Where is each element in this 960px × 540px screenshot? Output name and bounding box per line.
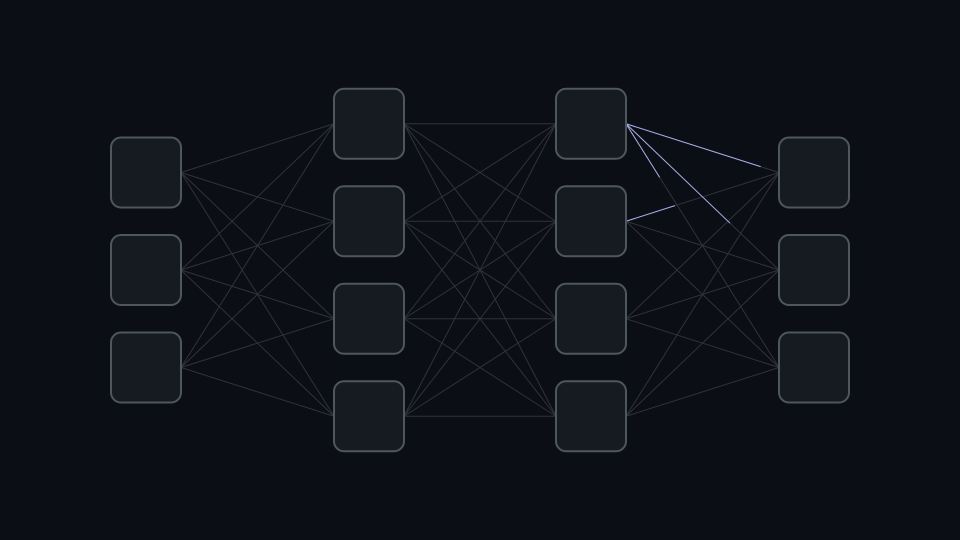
edge-hidden-2-2-to-output-0 xyxy=(625,172,780,320)
node-hidden-2-3 xyxy=(555,380,627,453)
node-hidden-1-0 xyxy=(333,87,405,160)
node-hidden-2-2 xyxy=(555,282,627,355)
highlighted-edge-1 xyxy=(625,123,731,224)
edges-group xyxy=(180,123,780,417)
edge-hidden-2-3-to-output-0 xyxy=(625,172,780,417)
nodes-group xyxy=(110,87,850,453)
node-hidden-2-0 xyxy=(555,87,627,160)
node-input-1 xyxy=(110,234,182,306)
node-output-1 xyxy=(778,234,850,306)
edge-input-2-to-hidden-1-2 xyxy=(180,318,335,368)
node-hidden-1-1 xyxy=(333,185,405,258)
edge-input-0-to-hidden-1-0 xyxy=(180,123,335,173)
highlighted-edge-2 xyxy=(625,205,676,222)
edge-input-2-to-hidden-1-3 xyxy=(180,367,335,417)
edge-input-1-to-hidden-1-0 xyxy=(180,123,335,271)
edge-hidden-1-3-to-hidden-2-1 xyxy=(403,220,557,417)
node-output-0 xyxy=(778,136,850,209)
node-hidden-1-2 xyxy=(333,282,405,355)
edge-hidden-1-1-to-hidden-2-0 xyxy=(403,123,557,222)
edge-hidden-2-3-to-output-1 xyxy=(625,269,780,417)
edge-input-2-to-hidden-1-0 xyxy=(180,123,335,368)
highlighted-edges-group xyxy=(625,123,761,224)
highlighted-edge-0 xyxy=(625,123,761,168)
edge-hidden-1-3-to-hidden-2-2 xyxy=(403,318,557,417)
node-input-0 xyxy=(110,136,182,209)
node-hidden-2-1 xyxy=(555,185,627,258)
edge-input-2-to-hidden-1-1 xyxy=(180,220,335,368)
edge-hidden-2-3-to-output-2 xyxy=(625,367,780,417)
edge-hidden-1-3-to-hidden-2-0 xyxy=(403,123,557,417)
node-input-2 xyxy=(110,331,182,404)
edge-hidden-1-2-to-hidden-2-0 xyxy=(403,123,557,320)
node-output-2 xyxy=(778,331,850,404)
node-hidden-1-3 xyxy=(333,380,405,453)
highlighted-edge-3 xyxy=(625,123,661,178)
